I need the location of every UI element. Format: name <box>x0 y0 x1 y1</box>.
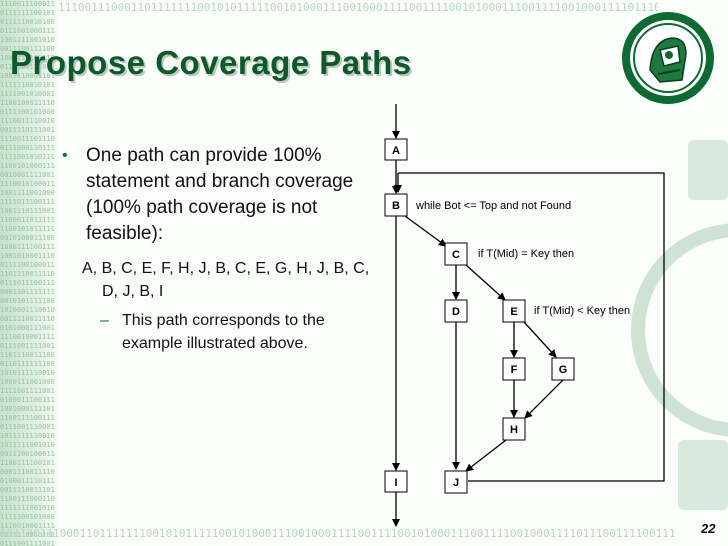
node-G: G <box>551 357 575 381</box>
bullet-dot-icon: • <box>62 147 68 164</box>
bullet-main-text: One path can provide 100% statement and … <box>86 145 354 244</box>
node-label-F: F <box>511 364 518 376</box>
node-label-C: C <box>452 249 460 261</box>
node-E: E <box>502 299 526 323</box>
bullet-sub: – This path corresponds to the example i… <box>60 309 380 355</box>
node-D: D <box>444 299 468 323</box>
node-F: F <box>502 357 526 381</box>
node-label-B: B <box>392 200 400 212</box>
condition-C: if T(Mid) = Key then <box>478 248 574 260</box>
node-C: C <box>444 242 468 266</box>
node-label-I: I <box>394 477 397 489</box>
node-label-D: D <box>452 306 460 318</box>
bullet-sub-text: This path corresponds to the example ill… <box>122 312 325 352</box>
node-H: H <box>502 417 526 441</box>
background-binary-bottom: 1011001110001101111111001010111110010100… <box>0 527 676 540</box>
bullet-list: • One path can provide 100% statement an… <box>60 143 380 355</box>
path-sequence: A, B, C, E, F, H, J, B, C, E, G, H, J, B… <box>82 260 370 300</box>
background-watermark <box>631 140 728 510</box>
background-binary-top: 1110011100011011111110010101111100101000… <box>58 1 658 14</box>
slide-title: Propose Coverage Paths <box>10 44 412 81</box>
node-B: B <box>384 193 408 217</box>
condition-B: while Bot <= Top and not Found <box>415 200 571 212</box>
node-label-A: A <box>392 145 400 157</box>
node-label-H: H <box>510 424 518 436</box>
node-label-G: G <box>559 364 568 376</box>
dash-bullet-icon: – <box>100 312 109 329</box>
background-left-panel <box>0 0 58 546</box>
background-binary-side: 1110011100011011111110010101111100101000… <box>0 0 55 546</box>
university-logo-icon <box>622 12 714 104</box>
node-label-E: E <box>510 306 517 318</box>
page-number: 22 <box>701 521 716 536</box>
node-I: I <box>384 470 408 493</box>
condition-E: if T(Mid) < Key then <box>534 305 630 317</box>
node-label-J: J <box>453 477 459 489</box>
bullet-main: • One path can provide 100% statement an… <box>60 143 380 247</box>
node-J: J <box>444 470 468 494</box>
node-A: A <box>384 138 408 161</box>
